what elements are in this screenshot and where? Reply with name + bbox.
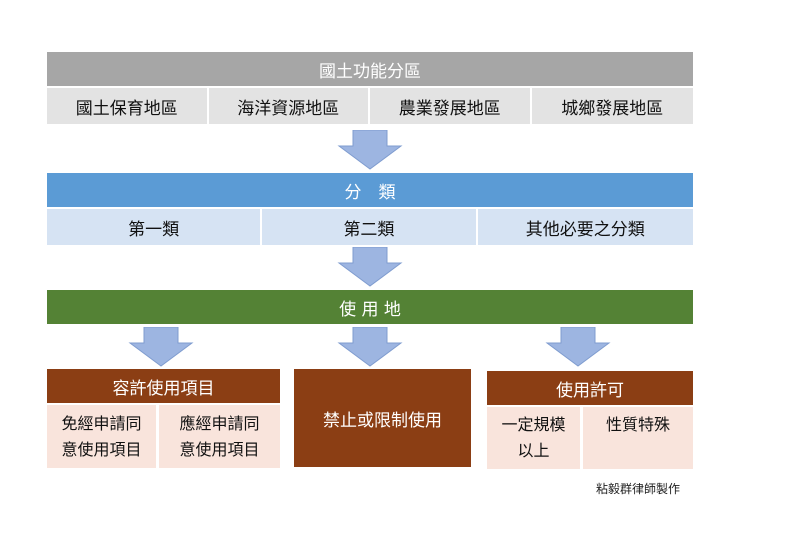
author-credit: 粘毅群律師製作 bbox=[596, 482, 681, 496]
use-permit-title: 使用許可 bbox=[556, 380, 624, 401]
allowed-item-application-required-line1: 應經申請同 bbox=[179, 413, 260, 433]
zoning-item-agriculture: 農業發展地區 bbox=[370, 88, 532, 124]
classify-items-row: 第一類 第二類 其他必要之分類 bbox=[47, 209, 693, 245]
allowed-item-no-application-line2: 意使用項目 bbox=[61, 439, 142, 459]
landuse-title: 使 用 地 bbox=[339, 299, 401, 320]
zoning-item-conservation: 國土保育地區 bbox=[47, 88, 209, 124]
classify-item-second: 第二類 bbox=[262, 209, 478, 245]
classify-item-other: 其他必要之分類 bbox=[525, 219, 645, 240]
allowed-use-header: 容許使用項目 bbox=[47, 369, 280, 403]
classify-item-first: 第一類 bbox=[47, 209, 263, 245]
allowed-item-application-required: 應經申請同 意使用項目 bbox=[159, 405, 280, 468]
down-arrow-2 bbox=[337, 247, 403, 287]
use-permit-header: 使用許可 bbox=[487, 371, 693, 405]
down-arrow-1 bbox=[337, 130, 403, 170]
allowed-item-application-required-line2: 意使用項目 bbox=[179, 439, 260, 459]
restricted-use-title: 禁止或限制使用 bbox=[323, 410, 442, 431]
permit-item-scale: 一定規模 以上 bbox=[487, 407, 583, 469]
restricted-use-box: 禁止或限制使用 bbox=[294, 369, 471, 467]
permit-item-scale-line1: 一定規模 bbox=[501, 415, 566, 434]
zoning-item-urban-rural: 城鄉發展地區 bbox=[561, 98, 664, 119]
zoning-items-row: 國土保育地區 海洋資源地區 農業發展地區 城鄉發展地區 bbox=[47, 88, 693, 124]
permit-item-special-line1: 性質特殊 bbox=[605, 415, 670, 434]
use-permit-items: 一定規模 以上 性質特殊 bbox=[487, 407, 693, 469]
classify-header: 分 類 bbox=[47, 173, 693, 207]
allowed-use-items: 免經申請同 意使用項目 應經申請同 意使用項目 bbox=[47, 405, 280, 468]
allowed-use-title: 容許使用項目 bbox=[112, 378, 215, 399]
landuse-header: 使 用 地 bbox=[47, 290, 693, 324]
down-arrow-right bbox=[545, 327, 611, 367]
permit-item-special: 性質特殊 bbox=[583, 407, 693, 469]
allowed-item-no-application-line1: 免經申請同 bbox=[61, 413, 142, 433]
down-arrow-center bbox=[337, 327, 403, 367]
permit-item-scale-line2: 以上 bbox=[517, 441, 550, 460]
allowed-item-no-application: 免經申請同 意使用項目 bbox=[47, 405, 159, 468]
classify-title: 分 類 bbox=[344, 182, 396, 203]
zoning-header: 國土功能分區 bbox=[47, 52, 693, 86]
zoning-item-marine: 海洋資源地區 bbox=[209, 88, 370, 124]
down-arrow-left bbox=[128, 327, 194, 367]
zoning-title: 國土功能分區 bbox=[319, 61, 421, 82]
